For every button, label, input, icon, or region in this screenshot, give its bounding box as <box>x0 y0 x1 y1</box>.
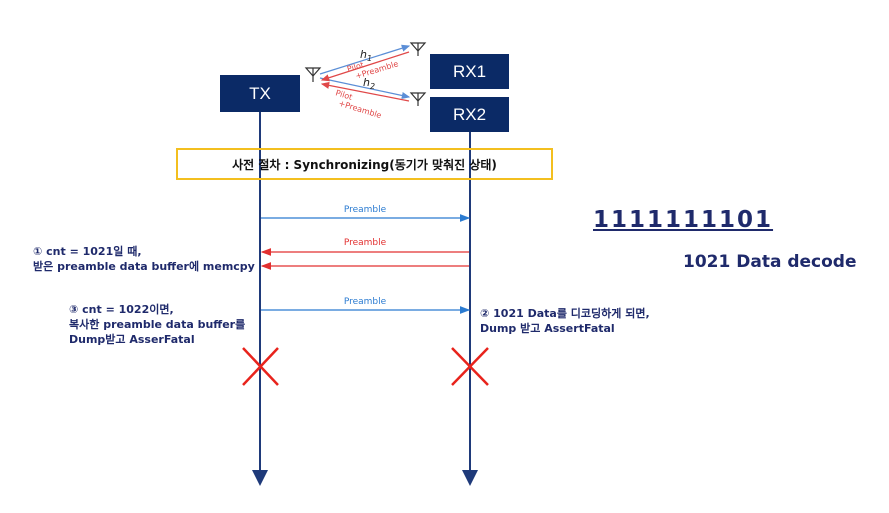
pilot-return-2-line <box>320 81 410 102</box>
step3-line3: Dump받고 AsserFatal <box>69 333 195 346</box>
sync-procedure-box: 사전 절차 : Synchronizing(동기가 맞춰진 상태) <box>176 148 553 180</box>
pilot-preamble-label-2: Pilot+Preamble <box>332 88 385 120</box>
tx-antenna-icon <box>304 67 322 82</box>
message-1-label: Preamble <box>343 205 387 215</box>
channel-h1-line <box>319 44 411 75</box>
h1-label: h1 <box>360 48 372 63</box>
step1-line1: ① cnt = 1021일 때, <box>33 245 142 258</box>
step2-line2: Dump 받고 AssertFatal <box>480 322 615 335</box>
message-2-label: Preamble <box>343 238 387 248</box>
step1-note: ① cnt = 1021일 때, 받은 preamble data buffer… <box>33 244 255 274</box>
message-4-label: Preamble <box>343 297 387 307</box>
sync-procedure-text: 사전 절차 : Synchronizing(동기가 맞춰진 상태) <box>232 157 497 172</box>
h2-label: h2 <box>363 76 375 91</box>
pilot-return-1-line <box>320 51 410 82</box>
rx1-node: RX1 <box>430 54 509 89</box>
pilot-preamble-label-1: Pilot+Preamble <box>346 51 399 83</box>
bit-sequence: 1111111101 <box>593 207 774 233</box>
tx-node: TX <box>220 75 300 112</box>
rx2-antenna-icon <box>409 92 427 106</box>
tx-cross-icon <box>242 347 279 386</box>
rx-cross-icon <box>451 347 489 386</box>
channel-h2-line <box>319 77 411 100</box>
rx1-antenna-icon <box>409 42 427 56</box>
step3-note: ③ cnt = 1022이면, 복사한 preamble data buffer… <box>69 302 245 347</box>
step2-note: ② 1021 Data를 디코딩하게 되면, Dump 받고 AssertFat… <box>480 306 650 336</box>
step2-line1: ② 1021 Data를 디코딩하게 되면, <box>480 307 650 320</box>
rx2-node: RX2 <box>430 97 509 132</box>
step3-line1: ③ cnt = 1022이면, <box>69 303 174 316</box>
decode-label: 1021 Data decode <box>683 252 857 272</box>
step1-line2: 받은 preamble data buffer에 memcpy <box>33 260 255 273</box>
step3-line2: 복사한 preamble data buffer를 <box>69 318 246 331</box>
